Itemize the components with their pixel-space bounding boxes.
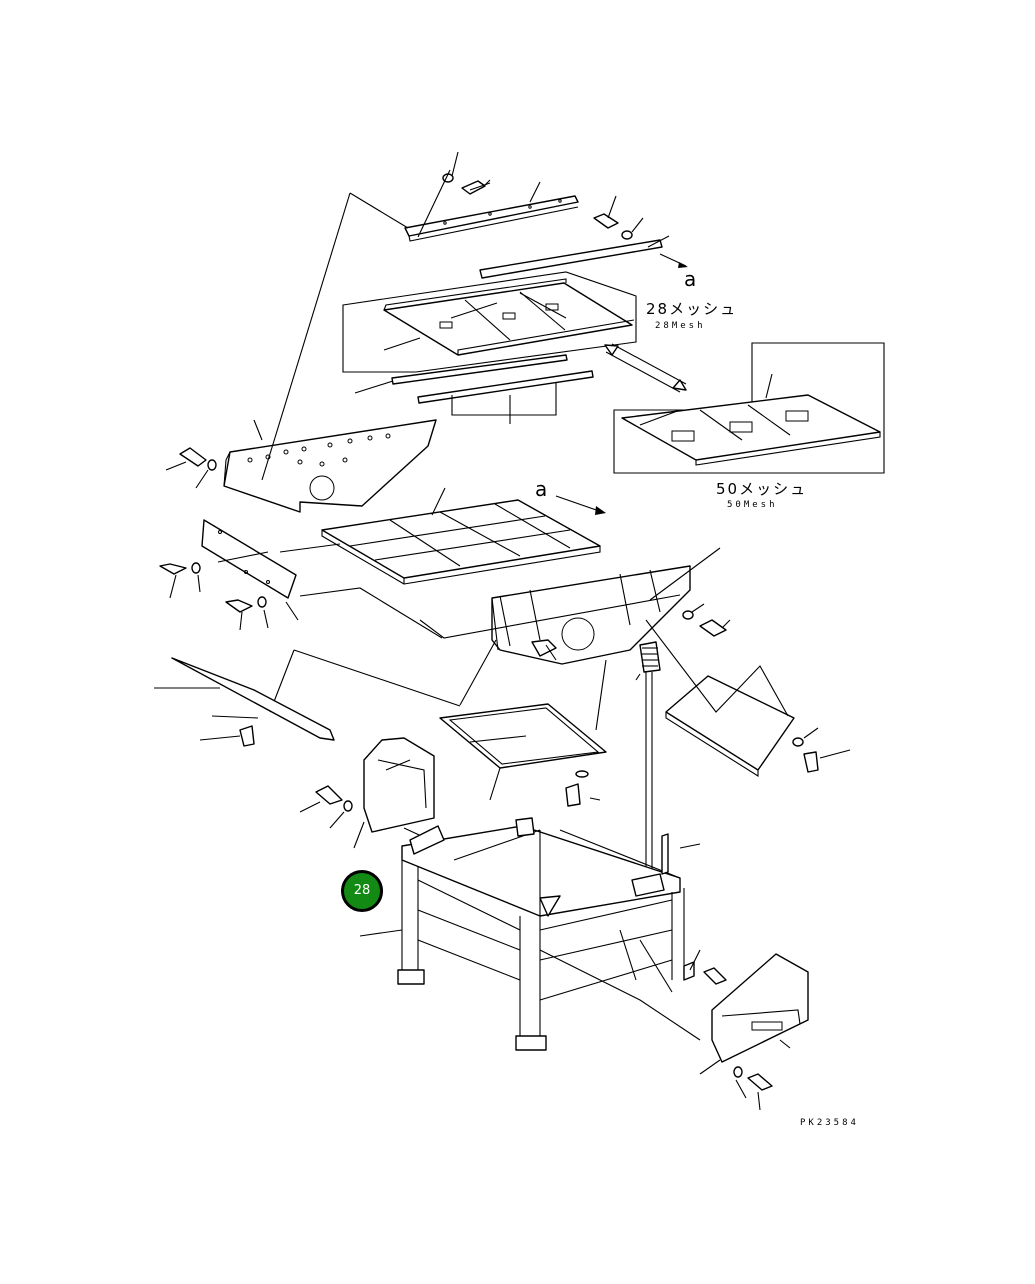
view-a-arrow — [555, 495, 606, 515]
marker-number: 28 — [353, 883, 371, 898]
left-side-plate — [165, 192, 437, 513]
left-small-plate — [159, 519, 299, 631]
mesh28-jp-label: 28メッシュ — [646, 300, 737, 318]
view-a-label-mid: a — [535, 477, 547, 501]
drawing-number: PK23584 — [800, 1118, 859, 1128]
left-guard — [299, 737, 435, 849]
part-number-marker[interactable]: 28 — [341, 870, 383, 912]
view-a-label-top: a — [684, 267, 696, 291]
mesh50-en-label: 50Mesh — [727, 500, 778, 510]
mesh50-jp-label: 50メッシュ — [716, 480, 807, 498]
support-stand — [359, 817, 701, 1051]
screen-frame — [279, 487, 601, 585]
mesh50-panel-group — [613, 342, 885, 474]
mesh28-en-label: 28Mesh — [655, 321, 706, 331]
right-guard — [699, 953, 809, 1111]
second-rail-group — [479, 235, 688, 279]
left-chute — [154, 657, 335, 747]
mesh-rails — [354, 354, 594, 424]
mesh28-panel-group — [342, 271, 637, 373]
top-rail-group — [404, 151, 644, 242]
right-cover-plate — [645, 619, 851, 777]
screen-body — [269, 547, 731, 880]
interchange-arrow — [604, 343, 687, 393]
hopper — [439, 659, 607, 807]
